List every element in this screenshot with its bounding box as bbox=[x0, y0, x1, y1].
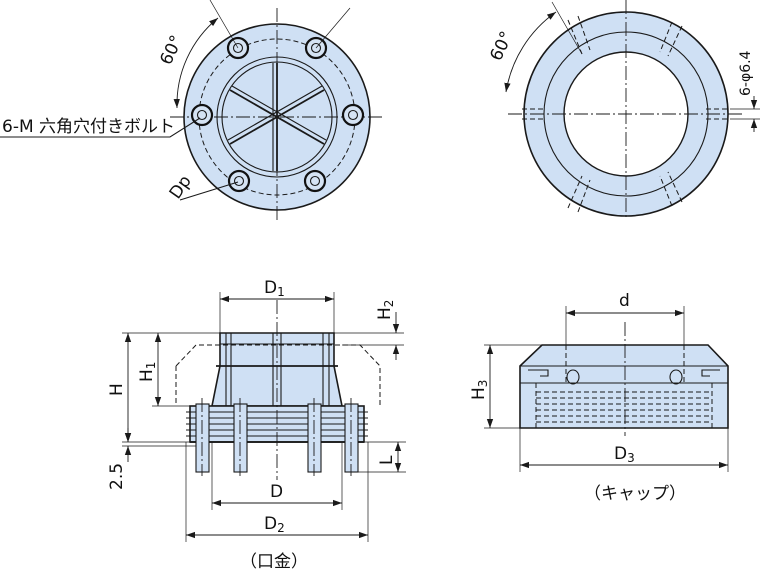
bolt-head bbox=[190, 103, 214, 127]
angle-dimension-arc bbox=[173, 17, 219, 109]
cap-hole bbox=[567, 175, 591, 213]
pitch-label: Dp bbox=[166, 172, 196, 203]
d1-label: D1 bbox=[264, 278, 285, 299]
cap-holes bbox=[522, 15, 730, 213]
cap-top-view: 60° 6-φ6.4 bbox=[486, 0, 760, 218]
bolt-head bbox=[341, 103, 365, 127]
l-label: L bbox=[377, 455, 397, 465]
cap-hole bbox=[567, 15, 591, 55]
cap-side-hole bbox=[669, 369, 683, 385]
cap-side-view: d H3 D3 （キャップ） bbox=[469, 291, 729, 504]
angle-label: 60° bbox=[156, 32, 187, 68]
bolt-shank bbox=[344, 403, 359, 473]
cap-notch bbox=[528, 369, 549, 377]
cap-notch bbox=[701, 369, 720, 377]
cap-angle-arc bbox=[504, 11, 557, 93]
h1-label: H1 bbox=[137, 362, 158, 382]
base-side-view: D1 H2 H H1 2.5 L D D2 （口金） bbox=[107, 278, 406, 572]
offset-label: 2.5 bbox=[107, 463, 127, 490]
angle-extension-line bbox=[315, 7, 351, 49]
base-caption: （口金） bbox=[240, 552, 308, 572]
bolt-shank bbox=[307, 403, 322, 473]
cap-angle-label: 60° bbox=[486, 28, 517, 64]
angle-extension-line bbox=[209, 0, 239, 49]
bolt-head bbox=[303, 169, 327, 193]
bolt-head bbox=[227, 169, 251, 193]
h3-label: H3 bbox=[469, 380, 490, 400]
cap-d-label: d bbox=[619, 291, 630, 311]
h-label: H bbox=[107, 383, 127, 396]
hole-label: 6-φ6.4 bbox=[738, 50, 754, 96]
base-bolts bbox=[195, 403, 359, 473]
bolt-spec-label: 6-M 六角穴付きボルト bbox=[2, 117, 175, 137]
d2-label: D2 bbox=[264, 514, 285, 535]
cap-hole bbox=[522, 108, 546, 120]
flange-top-view: 60° 6-M 六角穴付きボルト Dp bbox=[0, 0, 384, 220]
cap-caption: （キャップ） bbox=[584, 484, 686, 504]
cap-side-hole bbox=[566, 369, 580, 385]
bolt-leader bbox=[0, 117, 201, 138]
cap-hole bbox=[659, 21, 683, 57]
bolt-shank bbox=[233, 403, 248, 473]
d3-label: D3 bbox=[614, 444, 635, 465]
bolt-shank bbox=[195, 403, 210, 473]
cap-angle-extension bbox=[551, 1, 583, 55]
cap-hole bbox=[659, 171, 683, 207]
h2-label: H2 bbox=[375, 300, 396, 320]
cap-hole bbox=[706, 108, 730, 120]
pitch-leader bbox=[179, 181, 239, 201]
cap-thread bbox=[536, 391, 712, 423]
d-label: D bbox=[270, 482, 283, 502]
